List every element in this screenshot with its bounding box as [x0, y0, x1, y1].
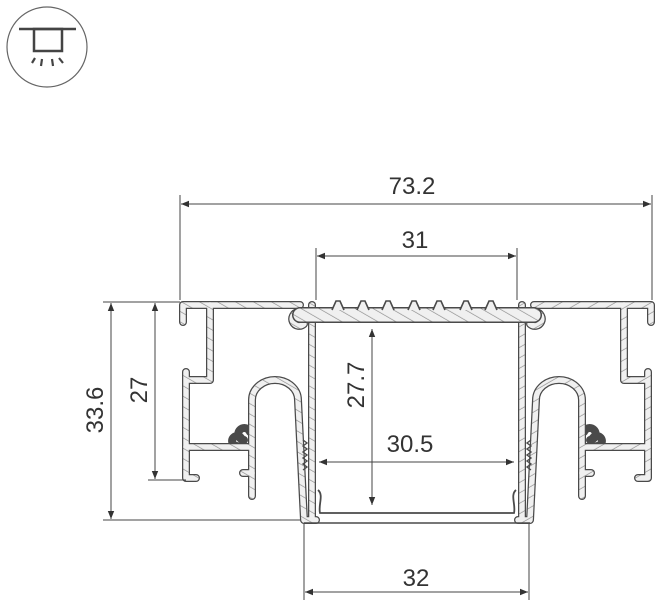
dim-inner-width: 30.5 — [387, 431, 434, 458]
extension-lines — [103, 195, 653, 600]
dim-inner-height: 27.7 — [343, 362, 370, 409]
dim-bottom-width: 32 — [403, 565, 430, 592]
dim-overall-height: 33.6 — [82, 387, 109, 434]
dim-frame-height: 27 — [126, 377, 153, 404]
dim-overall-width: 73.2 — [389, 173, 436, 200]
recessed-light-icon — [6, 6, 88, 88]
aluminum-profile — [179, 300, 651, 524]
dim-top-opening: 31 — [402, 227, 429, 254]
